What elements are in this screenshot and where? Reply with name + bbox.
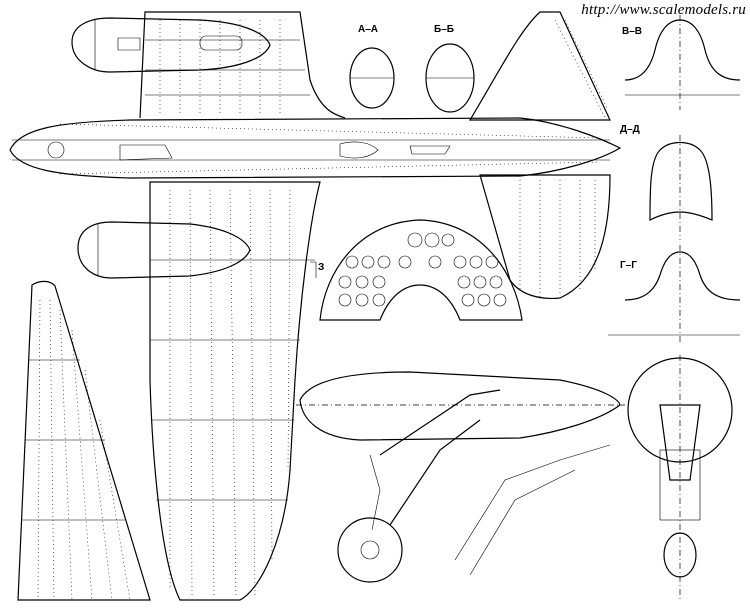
section-label-gg: Г–Г [620,260,637,271]
instrument-panel [319,219,523,321]
section-label-vv: В–В [622,26,642,37]
upper-wing [139,11,346,119]
landing-gear-front [627,355,733,600]
view-marker-label: З [318,262,324,273]
section-vv-profile [624,15,741,110]
fuselage-top-view [9,117,622,179]
section-gg-profile [608,245,741,345]
section-dd-profile [649,135,713,240]
lower-wing [149,181,321,601]
section-aa-profile [349,47,395,109]
wing-panel-detail [17,280,151,601]
lower-engine-nacelle [77,221,251,279]
view-marker-arrow [310,261,317,278]
tail-unit [468,11,611,300]
section-label-bb: Б–Б [434,24,454,35]
upper-engine-nacelle [71,17,271,73]
section-label-aa: А–А [358,24,378,35]
section-label-dd: Д–Д [620,124,640,135]
watermark-text: http://www.scalemodels.ru [581,2,746,18]
landing-gear-side [296,371,625,583]
section-bb-profile [425,43,475,113]
